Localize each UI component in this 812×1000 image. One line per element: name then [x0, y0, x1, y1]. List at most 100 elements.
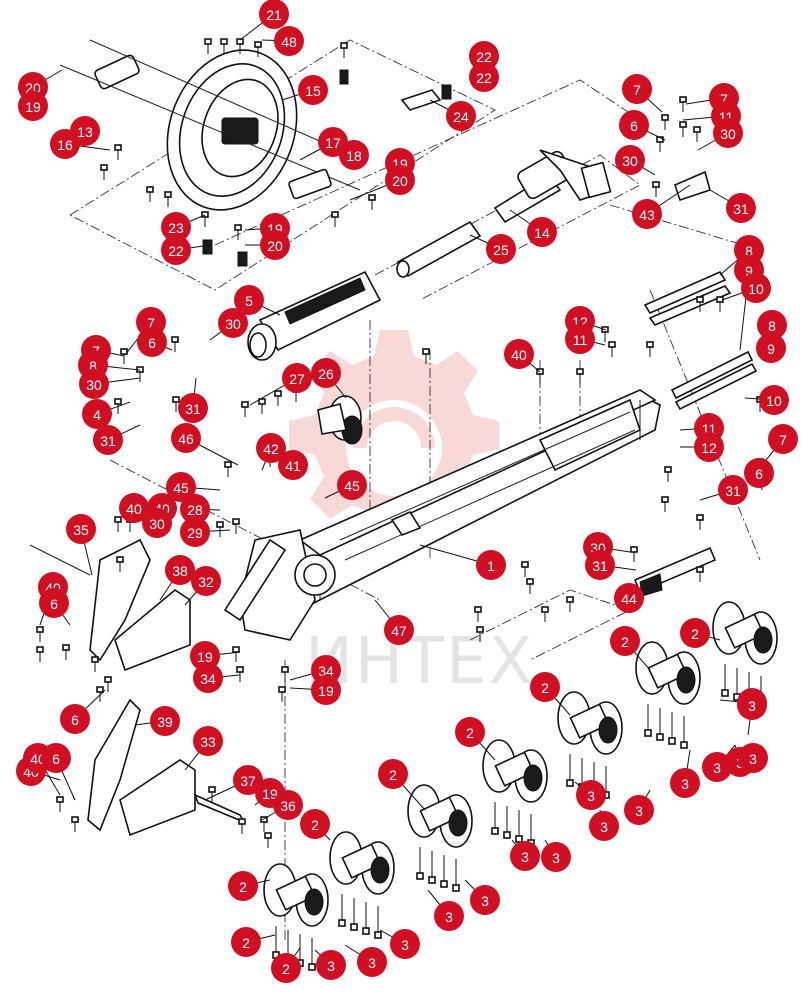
part-callout: 41 — [278, 450, 308, 480]
callout-number: 3 — [681, 776, 689, 792]
part-callout: 6 — [619, 110, 649, 140]
track-roller — [329, 831, 395, 939]
callout-number: 40 — [126, 501, 142, 517]
callout-badge — [273, 790, 303, 820]
bolt — [281, 666, 289, 682]
callout-badge — [311, 675, 341, 705]
callout-badge — [384, 615, 414, 645]
part-callout: 2 — [378, 759, 408, 789]
callout-number: 30 — [149, 516, 165, 532]
callout-badge — [82, 399, 112, 429]
callout-number: 8 — [768, 318, 776, 334]
part-callout: 28 — [180, 494, 210, 524]
callout-badge — [632, 199, 662, 229]
callout-number: 7 — [633, 82, 641, 98]
callout-number: 6 — [52, 751, 60, 767]
callout-badge — [256, 433, 286, 463]
part-callout: 3 — [670, 768, 700, 798]
bolt — [91, 656, 99, 672]
bolt — [652, 181, 660, 197]
callout-badge — [757, 310, 787, 340]
callout-badge — [137, 327, 167, 357]
bolt — [216, 521, 224, 537]
callout-badge — [218, 308, 248, 338]
callout-badge — [469, 41, 499, 71]
part-callout: 11 — [565, 324, 595, 354]
callout-badge — [274, 26, 304, 56]
callout-number: 9 — [767, 341, 775, 357]
bolt — [656, 136, 664, 152]
part-callout: 45 — [337, 470, 367, 500]
callout-number: 8 — [89, 358, 97, 374]
bolt — [340, 42, 348, 58]
part-callout: 26 — [311, 358, 341, 388]
bolt — [146, 186, 154, 202]
tension-rod — [396, 220, 482, 278]
track-roller — [712, 601, 778, 709]
bolt — [114, 516, 122, 532]
callout-badge — [713, 118, 743, 148]
callout-number: 19 — [262, 786, 278, 802]
callout-badge — [339, 140, 369, 170]
part-callout: 39 — [150, 706, 180, 736]
part-callout: 30 — [713, 118, 743, 148]
callout-number: 3 — [749, 751, 757, 767]
callout-badge — [41, 743, 71, 773]
bolt — [36, 626, 44, 642]
callout-number: 17 — [325, 135, 341, 151]
part-callout: 30 — [79, 369, 109, 399]
part-callout: 3 — [390, 929, 420, 959]
callout-badge — [60, 704, 90, 734]
callout-badge — [190, 641, 220, 671]
tensioner-cylinder — [493, 149, 612, 224]
part-callout: 3 — [624, 795, 654, 825]
part-callout: 3 — [589, 811, 619, 841]
part-callout: 40 — [504, 339, 534, 369]
callout-badge — [768, 424, 798, 454]
callout-badge — [541, 842, 571, 872]
callout-badge — [527, 217, 557, 247]
callout-badge — [614, 583, 644, 613]
callout-badge — [610, 626, 640, 656]
callout-badge — [589, 811, 619, 841]
bolt — [630, 546, 638, 562]
callout-number: 40 — [511, 347, 527, 363]
bolt — [100, 164, 108, 180]
part-callout: 7 — [768, 424, 798, 454]
callout-badge — [680, 618, 710, 648]
callout-number: 24 — [453, 109, 469, 125]
bolt — [224, 461, 232, 477]
part-callout: 16 — [50, 129, 80, 159]
callout-number: 2 — [242, 935, 250, 951]
part-callout: 47 — [384, 615, 414, 645]
callout-badge — [93, 425, 123, 455]
callout-badge — [759, 385, 789, 415]
callout-number: 41 — [285, 458, 301, 474]
callout-number: 7 — [720, 91, 728, 107]
bolt — [241, 401, 249, 417]
callout-number: 3 — [401, 937, 409, 953]
callout-number: 35 — [73, 522, 89, 538]
bolt — [521, 561, 529, 577]
callout-badge — [191, 566, 221, 596]
callout-number: 2 — [239, 879, 247, 895]
part-callout: 6 — [137, 327, 167, 357]
part-callout: 30 — [142, 508, 172, 538]
callout-number: 6 — [50, 596, 58, 612]
callout-number: 34 — [200, 671, 216, 687]
bolt — [62, 644, 70, 660]
callout-badge — [142, 508, 172, 538]
part-callout: 7 — [622, 74, 652, 104]
part-callout: 37 — [233, 765, 263, 795]
callout-number: 34 — [318, 663, 334, 679]
callout-badge — [702, 752, 732, 782]
part-callout: 8 — [757, 310, 787, 340]
part-callout: 3 — [702, 752, 732, 782]
callout-badge — [150, 706, 180, 736]
bolt — [541, 606, 549, 622]
callout-number: 2 — [282, 961, 290, 977]
bolt — [696, 296, 704, 312]
callout-badge — [385, 165, 415, 195]
part-callout: 3 — [738, 743, 768, 773]
